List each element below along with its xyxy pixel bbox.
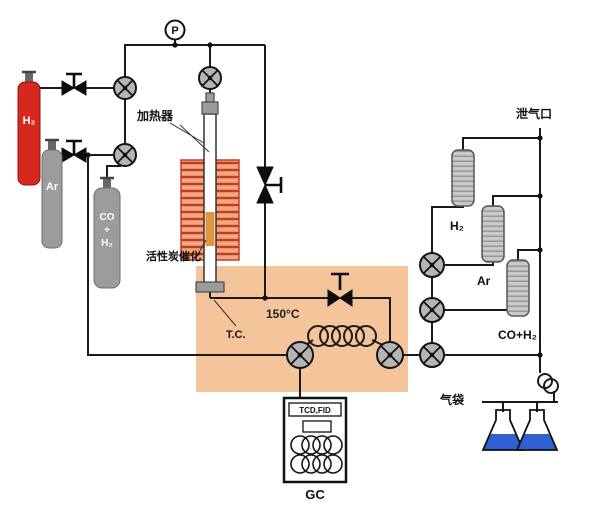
co-h2-cylinder-label-line2: + (104, 225, 110, 236)
reactor-bottom-fitting (195, 281, 225, 293)
selector-valve-top (419, 252, 445, 278)
ar-cylinder-label: Ar (46, 181, 59, 193)
gc-label: GC (305, 487, 325, 502)
column-ar (481, 205, 505, 263)
selector-valve-middle (419, 297, 445, 323)
heater-label: 加热器 (136, 108, 174, 123)
gc-column-coil-2 (290, 454, 343, 474)
gc-display (302, 420, 332, 433)
catalyst-bed (205, 212, 215, 246)
column-h2 (451, 149, 475, 207)
catalyst-leader-line (197, 239, 207, 255)
column-co-h2-label: CO+H₂ (498, 328, 537, 342)
ar-cylinder: Ar (41, 138, 63, 249)
flask-1 (481, 409, 525, 451)
heater-assembly (180, 92, 240, 293)
zone-temp-label: 150°C (266, 307, 300, 321)
heater-leader-line-1 (169, 122, 205, 144)
vent-label: 泄气口 (516, 106, 552, 121)
column-co-h2 (506, 259, 530, 317)
bypass-valve (256, 166, 283, 204)
pressure-gauge: P (164, 19, 186, 41)
thermocouple-label: T.C. (226, 329, 246, 341)
catalyst-label: 活性炭催化 (146, 249, 201, 263)
flask-2 (515, 409, 559, 451)
purification-columns: H₂ Ar CO+H₂ (450, 149, 537, 342)
pipe-junctions (85, 42, 543, 358)
co-h2-cylinder: CO + H₂ (93, 176, 121, 289)
heater-block-left (180, 159, 206, 261)
shutoff-valve-h2 (61, 72, 87, 96)
shutoff-valve-ar (61, 139, 87, 163)
sampling-valve-left (286, 341, 314, 369)
gc-detector-label: TCD,FID (299, 406, 331, 415)
h2-cylinder-label: H₂ (23, 115, 36, 127)
thermocouple-leader-line (213, 299, 237, 327)
flask-1-liquid (483, 434, 523, 450)
gc-detector-panel (288, 402, 342, 417)
condenser-coil (537, 373, 559, 394)
sample-loop-coil (307, 325, 377, 347)
reactor-top-fitting-small (205, 92, 215, 103)
reactor-tube (203, 113, 217, 285)
sampling-valve-right (376, 341, 404, 369)
reactor-top-fitting (201, 101, 219, 115)
four-way-valve-ar (113, 143, 137, 167)
column-h2-label: H₂ (450, 219, 464, 233)
gas-bag-label: 气袋 (439, 392, 465, 407)
pressure-gauge-label: P (171, 25, 178, 37)
heater-leader-line-2 (179, 124, 210, 153)
four-way-valve-h2 (113, 76, 137, 100)
flask-2-liquid (517, 434, 557, 450)
heater-block-right (214, 159, 240, 261)
gc-column-coil-1 (290, 435, 343, 455)
co-h2-cylinder-label-line1: CO (100, 212, 115, 223)
co-h2-cylinder-label-line3: H₂ (101, 238, 113, 249)
gc-unit: TCD,FID (282, 396, 348, 484)
h2-cylinder: H₂ (17, 70, 41, 186)
selector-valve-bottom (419, 342, 445, 368)
column-ar-label: Ar (477, 274, 491, 288)
hot-zone-inlet-valve (327, 272, 353, 307)
reactor-inlet-valve (198, 66, 222, 90)
